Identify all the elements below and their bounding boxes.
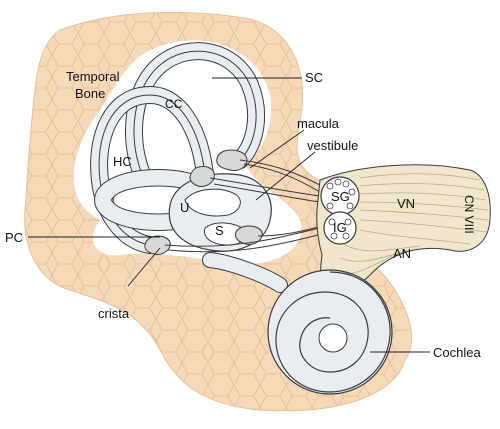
label-vn: VN [397, 196, 415, 211]
label-an: AN [393, 246, 411, 261]
label-u: U [180, 200, 189, 215]
label-cochlea: Cochlea [433, 345, 481, 360]
utricle [184, 188, 241, 217]
label-macula: macula [297, 116, 340, 131]
nerve-trunk [316, 164, 491, 301]
label-sg: SG [331, 189, 350, 204]
label-s: S [215, 223, 224, 238]
label-crista: crista [98, 306, 130, 321]
inferior-ganglion [323, 211, 357, 245]
ampulla-upper [216, 149, 248, 171]
label-hc: HC [113, 154, 132, 169]
label-vestibule: vestibule [307, 138, 358, 153]
label-cn-viii: CN VIII [462, 195, 476, 234]
label-cc: CC [165, 97, 183, 111]
label-temporal-line2: Bone [75, 86, 105, 101]
ampulla-lower [144, 235, 171, 255]
label-pc: PC [5, 230, 23, 245]
label-temporal-line1: Temporal [66, 69, 120, 84]
label-ig: IG [333, 220, 347, 235]
label-sc: SC [305, 70, 323, 85]
ganglion-cells [326, 178, 356, 240]
nerve-branches [164, 159, 323, 253]
leader-lines [28, 77, 430, 353]
ampulla-mid [189, 166, 215, 187]
cochlea [267, 269, 393, 395]
